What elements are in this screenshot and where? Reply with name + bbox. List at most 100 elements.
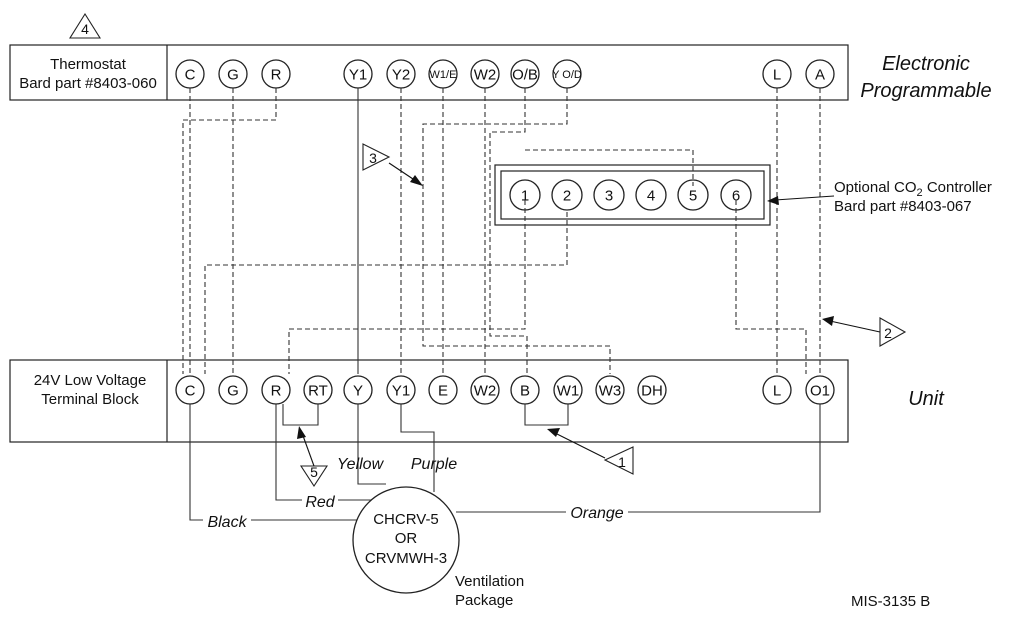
unit-terminal-label: C	[185, 383, 196, 400]
unit-terminal-circle	[218, 375, 248, 405]
thermostat-terminal-label: R	[271, 67, 282, 84]
unit-terminal-o1: O1	[805, 375, 835, 405]
co2-terminal-label: 6	[732, 188, 740, 205]
co2-part-number: Bard part #8403-067	[834, 198, 972, 215]
wire-co2-1-to-5	[525, 149, 694, 186]
wire-labels: Black Red Yellow Purple Orange	[203, 456, 628, 531]
co2-terminal-1: 1	[509, 179, 541, 211]
co2-inner-outline	[500, 170, 765, 220]
unit-terminal-y1: Y1	[386, 375, 416, 405]
unit-terminal-w2: W2	[470, 375, 500, 405]
co2-terminal-circle	[635, 179, 667, 211]
note-5-pointer	[301, 432, 315, 467]
co2-terminal-circle	[593, 179, 625, 211]
thermostat-terminal-a: A	[805, 59, 835, 89]
wire-co2-2-to-c	[204, 212, 568, 374]
wire-purple	[400, 404, 435, 492]
wire-black	[189, 404, 362, 521]
label-black: Black	[207, 514, 247, 531]
note-number-1: 1	[618, 454, 626, 470]
label-orange: Orange	[570, 505, 623, 522]
thermostat-label: Thermostat	[50, 56, 127, 73]
thermostat-terminal-label: L	[773, 67, 781, 84]
thermostat-terminal-y2: Y2	[386, 59, 416, 89]
label-red: Red	[305, 494, 335, 511]
unit-terminal-l: L	[762, 375, 792, 405]
unit-terminal-label: DH	[641, 383, 663, 400]
unit-terminal-b: B	[510, 375, 540, 405]
note-triangle-3	[362, 143, 391, 171]
wire-r-to-c-side	[182, 88, 277, 374]
thermostat-terminal-y1: Y1	[343, 59, 373, 89]
jumper-rt	[297, 404, 319, 426]
thermostat-terminal-g: G	[218, 59, 248, 89]
thermostat-terminal-w1-e: W1/E	[428, 59, 458, 89]
co2-terminal-label: 5	[689, 188, 697, 205]
thermostat-terminal-label: O/B	[512, 67, 538, 84]
co2-arrowhead	[767, 196, 779, 205]
unit-terminal-c: C	[175, 375, 205, 405]
unit-terminal-w1: W1	[553, 375, 583, 405]
unit-terminal-y: Y	[343, 375, 373, 405]
unit-terminal-circle	[762, 375, 792, 405]
label-yellow: Yellow	[337, 456, 385, 473]
thermostat-terminal-label: Y2	[392, 67, 410, 84]
co2-terminal-label: 2	[563, 188, 571, 205]
unit-terminal-label: L	[773, 383, 781, 400]
unit-side-label: Unit	[908, 388, 945, 410]
wire-yellow	[357, 404, 386, 485]
label-purple: Purple	[411, 456, 457, 473]
unit-terminal-label: B	[520, 383, 530, 400]
unit-terminal-label: G	[227, 383, 239, 400]
co2-pointer	[774, 195, 835, 201]
co2-terminal-5: 5	[677, 179, 709, 211]
unit-terminal-label: RT	[308, 383, 328, 400]
thermostat-terminal-o-b: O/B	[510, 59, 540, 89]
dashed-wiring	[182, 88, 821, 374]
unit-terminal-dh: DH	[637, 375, 667, 405]
thermostat-terminal-label: W2	[474, 67, 497, 84]
co2-label: Optional CO2 Controller	[834, 179, 992, 199]
jumper-b-w1	[524, 404, 569, 426]
co2-terminal-circle	[551, 179, 583, 211]
ventilation-caption: Ventilation	[455, 573, 524, 590]
note-triangle-1	[603, 446, 634, 475]
wire-red	[275, 404, 374, 501]
unit-outline	[9, 359, 849, 443]
thermostat-part-number: Bard part #8403-060	[19, 75, 157, 92]
wire-co2-6-to-o1	[735, 200, 807, 374]
wire-co2-1-to-rt	[288, 200, 526, 374]
unit-terminal-w3: W3	[595, 375, 625, 405]
unit-terminal-label: O1	[810, 383, 830, 400]
co2-terminal-2: 2	[551, 179, 583, 211]
unit-terminal-label: W3	[599, 383, 622, 400]
unit-terminal-label: W1	[557, 383, 580, 400]
ventilation-model-1: CHCRV-5	[373, 511, 439, 528]
note-markers: 4 3 2 1 5	[69, 12, 907, 488]
unit-terminal-label: Y	[353, 383, 363, 400]
unit-terminal-r: R	[261, 375, 291, 405]
note-number-2: 2	[884, 325, 892, 341]
co2-terminal-6: 6	[720, 179, 752, 211]
note-number-5: 5	[310, 464, 318, 480]
unit-terminal-circle	[470, 375, 500, 405]
thermostat-block: Thermostat Bard part #8403-060 Electroni…	[9, 44, 992, 102]
note-3-pointer	[388, 162, 417, 182]
note-2-pointer	[829, 320, 881, 333]
thermostat-terminal-l: L	[762, 59, 792, 89]
note-5-arrowhead	[297, 426, 306, 439]
thermostat-terminal-label: G	[227, 67, 239, 84]
co2-terminal-label: 3	[605, 188, 613, 205]
unit-terminal-circle	[428, 375, 458, 405]
co2-outer-outline	[494, 164, 771, 226]
note-3-arrowhead	[410, 175, 423, 186]
thermostat-outline	[9, 44, 849, 101]
thermostat-terminal-label: C	[185, 67, 196, 84]
co2-terminal-3: 3	[593, 179, 625, 211]
ventilation-package: CHCRV-5 OR CRVMWH-3 Ventilation Package	[352, 486, 524, 609]
